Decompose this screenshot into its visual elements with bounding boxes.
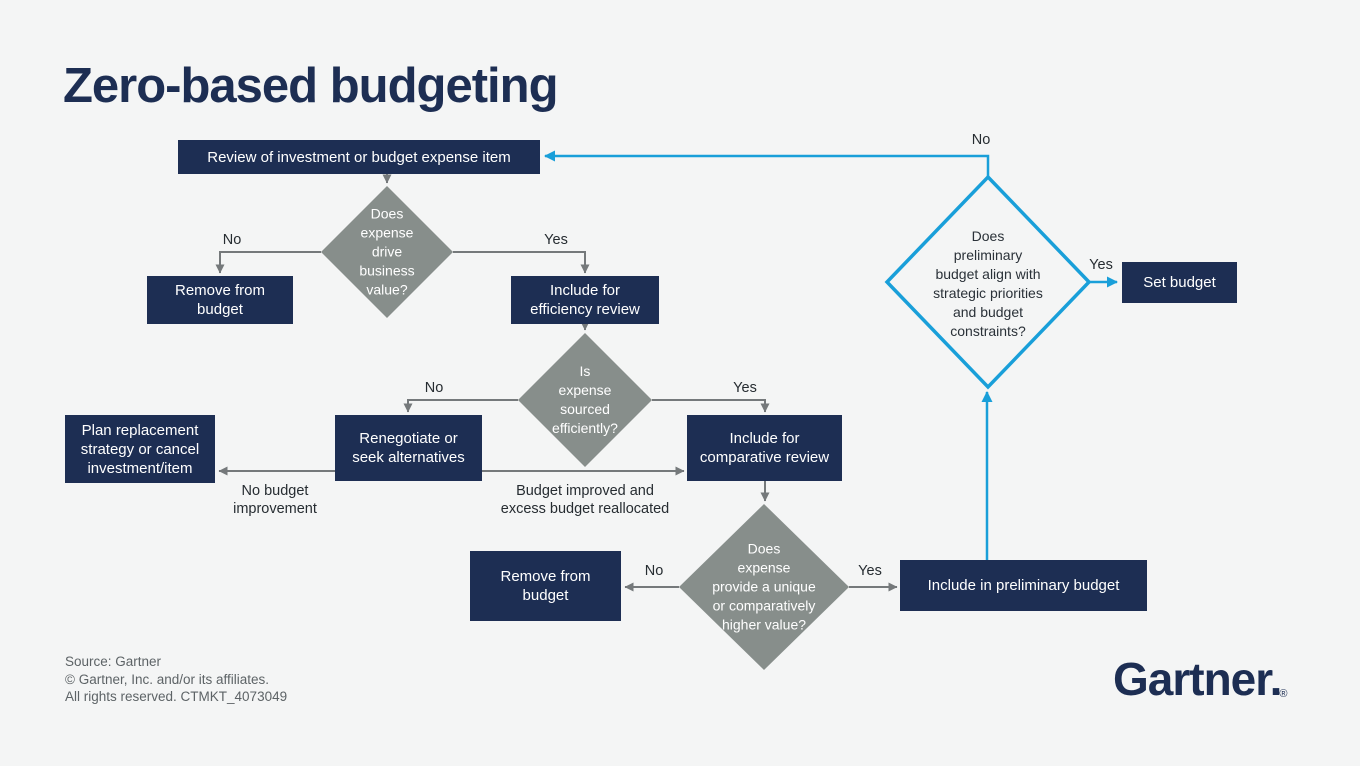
node-renegotiate: Renegotiate or seek alternatives: [335, 415, 482, 481]
edge-label-no-align: No: [971, 132, 991, 148]
connector-drives-value-yes: [453, 251, 590, 274]
edge-label-no-drives: No: [222, 232, 242, 248]
decision-preliminary-align-shape: [884, 174, 1092, 390]
decision-unique-value-label: Does expense provide a unique or compara…: [712, 540, 816, 633]
edge-label-yes-sourced: Yes: [733, 380, 757, 396]
connector-sourced-no: [403, 399, 518, 413]
edge-label-yes-unique: Yes: [858, 563, 882, 579]
decision-preliminary-align-label: Does preliminary budget align with strat…: [933, 228, 1043, 339]
connector-align-no-to-review: [544, 150, 990, 177]
node-include-efficiency-review: Include for efficiency review: [511, 276, 659, 324]
edge-label-no-sourced: No: [424, 380, 444, 396]
gartner-logo-text: Gartner.: [1113, 653, 1282, 705]
edge-label-no-unique: No: [644, 563, 664, 579]
page-title: Zero-based budgeting: [63, 59, 558, 113]
registered-trademark-icon: ®: [1279, 688, 1287, 700]
connector-sourced-yes: [652, 399, 770, 413]
decision-sourced-efficiently-label: Is expense sourced efficiently?: [552, 363, 618, 436]
gartner-logo: Gartner.®: [1113, 652, 1289, 706]
node-include-preliminary-budget: Include in preliminary budget: [900, 560, 1147, 611]
edge-label-no-budget-improvement: No budget improvement: [233, 483, 317, 517]
node-review-box: Review of investment or budget expense i…: [178, 140, 540, 174]
edge-label-budget-improved: Budget improved and excess budget reallo…: [500, 483, 670, 517]
node-plan-replacement: Plan replacement strategy or cancel inve…: [65, 415, 215, 483]
decision-drives-value-label: Does expense drive business value?: [359, 205, 415, 298]
decision-drives-value-shape: [321, 186, 453, 318]
node-set-budget: Set budget: [1122, 262, 1237, 303]
node-remove-from-budget-2: Remove from budget: [470, 551, 621, 621]
connector-drives-value-no: [215, 251, 321, 274]
decision-sourced-efficiently-shape: [518, 333, 652, 467]
node-include-comparative-review: Include for comparative review: [687, 415, 842, 481]
decision-unique-value-shape: [679, 504, 849, 670]
edge-label-yes-align: Yes: [1089, 257, 1113, 273]
node-remove-from-budget-1: Remove from budget: [147, 276, 293, 324]
edge-label-yes-drives: Yes: [544, 232, 568, 248]
source-attribution: Source: Gartner © Gartner, Inc. and/or i…: [65, 654, 288, 704]
